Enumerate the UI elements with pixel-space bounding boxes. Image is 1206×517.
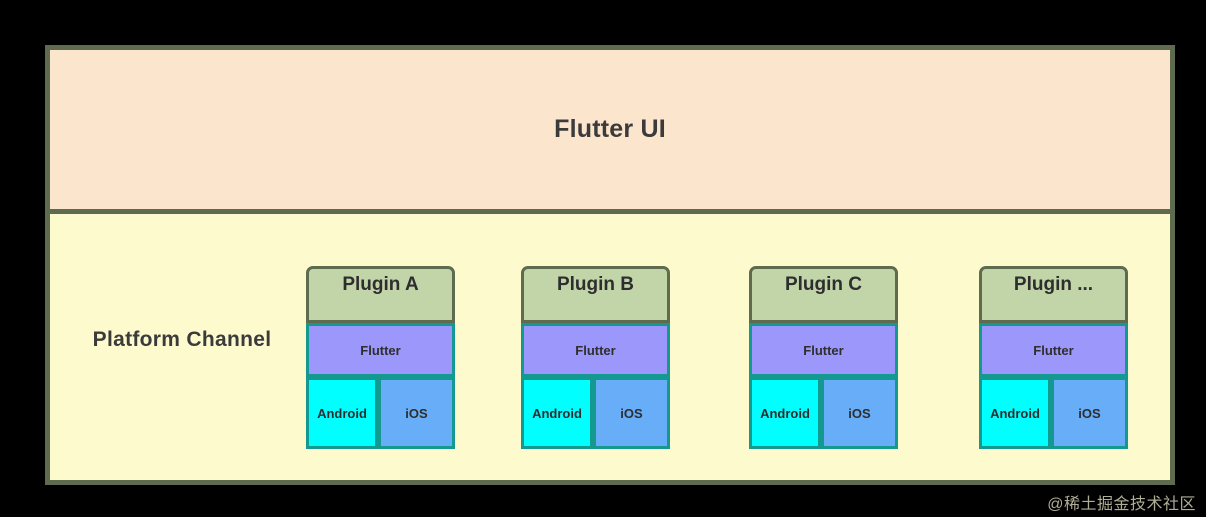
plugin-android-label: Android bbox=[317, 405, 367, 421]
plugin-native-sections: Android iOS bbox=[306, 377, 455, 449]
plugin-android-label: Android bbox=[760, 405, 810, 421]
plugin-name: Plugin ... bbox=[1013, 274, 1094, 295]
plugin-native-sections: Android iOS bbox=[749, 377, 898, 449]
watermark: @稀土掘金技术社区 bbox=[1047, 496, 1196, 513]
plugin-block: Plugin B Flutter Android iOS bbox=[521, 266, 670, 449]
plugin-flutter-label: Flutter bbox=[575, 342, 616, 358]
plugin-ios-label: iOS bbox=[620, 405, 643, 421]
plugin-android-label: Android bbox=[990, 405, 1040, 421]
plugin-ios-section: iOS bbox=[378, 377, 455, 449]
flutter-ui-title: Flutter UI bbox=[554, 115, 666, 143]
platform-channel-layer: Platform Channel Plugin A Flutter Androi… bbox=[50, 219, 1170, 480]
plugin-name: Plugin A bbox=[342, 274, 419, 295]
architecture-frame: Flutter UI Platform Channel Plugin A Flu… bbox=[45, 45, 1175, 485]
plugin-ios-section: iOS bbox=[1051, 377, 1128, 449]
plugin-flutter-label: Flutter bbox=[803, 342, 844, 358]
plugin-header: Plugin ... bbox=[979, 266, 1128, 323]
plugin-block: Plugin A Flutter Android iOS bbox=[306, 266, 455, 449]
plugin-android-section: Android bbox=[979, 377, 1051, 449]
plugin-block: Plugin ... Flutter Android iOS bbox=[979, 266, 1128, 449]
plugin-android-section: Android bbox=[749, 377, 821, 449]
plugin-android-section: Android bbox=[521, 377, 593, 449]
plugin-native-sections: Android iOS bbox=[979, 377, 1128, 449]
plugin-header: Plugin C bbox=[749, 266, 898, 323]
flutter-ui-layer: Flutter UI bbox=[50, 50, 1170, 214]
plugin-flutter-label: Flutter bbox=[360, 342, 401, 358]
plugin-android-section: Android bbox=[306, 377, 378, 449]
platform-channel-title: Platform Channel bbox=[92, 328, 272, 351]
plugin-ios-label: iOS bbox=[848, 405, 871, 421]
plugin-header: Plugin B bbox=[521, 266, 670, 323]
plugin-flutter-label: Flutter bbox=[1033, 342, 1074, 358]
plugin-block: Plugin C Flutter Android iOS bbox=[749, 266, 898, 449]
plugin-flutter-section: Flutter bbox=[749, 323, 898, 377]
plugin-flutter-section: Flutter bbox=[521, 323, 670, 377]
plugin-android-label: Android bbox=[532, 405, 582, 421]
plugin-row: Plugin A Flutter Android iOS bbox=[301, 219, 1180, 480]
plugin-ios-label: iOS bbox=[1078, 405, 1101, 421]
plugin-ios-section: iOS bbox=[821, 377, 898, 449]
plugin-ios-section: iOS bbox=[593, 377, 670, 449]
plugin-flutter-section: Flutter bbox=[979, 323, 1128, 377]
plugin-ios-label: iOS bbox=[405, 405, 428, 421]
plugin-header: Plugin A bbox=[306, 266, 455, 323]
plugin-native-sections: Android iOS bbox=[521, 377, 670, 449]
plugin-name: Plugin B bbox=[556, 274, 635, 295]
plugin-name: Plugin C bbox=[784, 274, 863, 295]
plugin-flutter-section: Flutter bbox=[306, 323, 455, 377]
